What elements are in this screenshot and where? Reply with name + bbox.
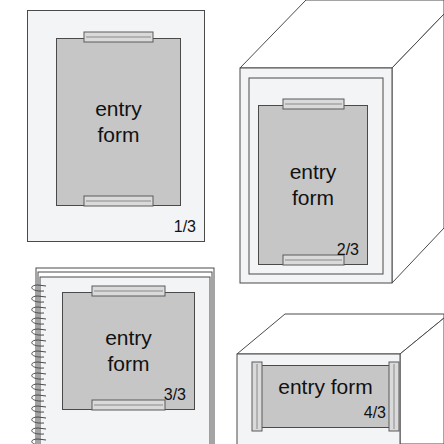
entry-form: entry form 4/3: [256, 365, 395, 428]
tape: [92, 400, 165, 410]
tape: [92, 286, 165, 296]
tape-edge: [86, 37, 151, 38]
tape: [84, 32, 153, 42]
spiral-loop: [32, 373, 46, 379]
form-label: entry form: [278, 374, 373, 400]
spiral-loop: [32, 285, 46, 291]
box-inner-panel: [249, 78, 383, 274]
entry-form: entry form 2/3: [258, 105, 368, 265]
spiral-loop: [32, 307, 46, 313]
form-label: entry form: [94, 325, 164, 378]
spiral-loop: [32, 439, 46, 444]
notebook-spiral: [32, 285, 46, 444]
form-label: entry form: [278, 159, 348, 212]
spiral-loop: [32, 384, 46, 390]
tape: [389, 362, 399, 431]
page-number: 4/3: [364, 403, 386, 423]
spiral-loop: [32, 329, 46, 335]
page: entry form 1/3: [27, 10, 205, 242]
tape-edge: [285, 104, 342, 105]
tape: [283, 99, 344, 109]
spiral-loop: [32, 318, 46, 324]
page-number: 1/3: [174, 217, 196, 237]
box-side: [392, 14, 444, 283]
spiral-loop: [32, 362, 46, 368]
entry-form: entry form3/3: [62, 292, 195, 410]
tape-edge: [285, 260, 342, 261]
tape-edge: [94, 405, 163, 406]
tape: [84, 196, 153, 206]
spiral-loop: [32, 406, 46, 412]
tape-edge: [94, 291, 163, 292]
tape-edge: [257, 364, 258, 429]
spiral-loop: [32, 428, 46, 434]
form-label: entry form: [84, 96, 154, 149]
box-front: [237, 354, 400, 444]
tape-edge: [394, 364, 395, 429]
spiral-loop: [32, 351, 46, 357]
tape: [283, 255, 344, 265]
page-number: 2/3: [337, 240, 359, 260]
spiral-loop: [32, 340, 46, 346]
spiral-loop: [32, 296, 46, 302]
box-side: [400, 318, 444, 444]
page-number: 3/3: [164, 385, 186, 405]
notebook-front-page: [40, 277, 210, 444]
tape-edge: [86, 201, 151, 202]
tape: [252, 362, 262, 431]
entry-form: entry form: [56, 38, 181, 206]
box-front: [240, 68, 392, 283]
spiral-loop: [32, 395, 46, 401]
spiral-loop: [32, 417, 46, 423]
